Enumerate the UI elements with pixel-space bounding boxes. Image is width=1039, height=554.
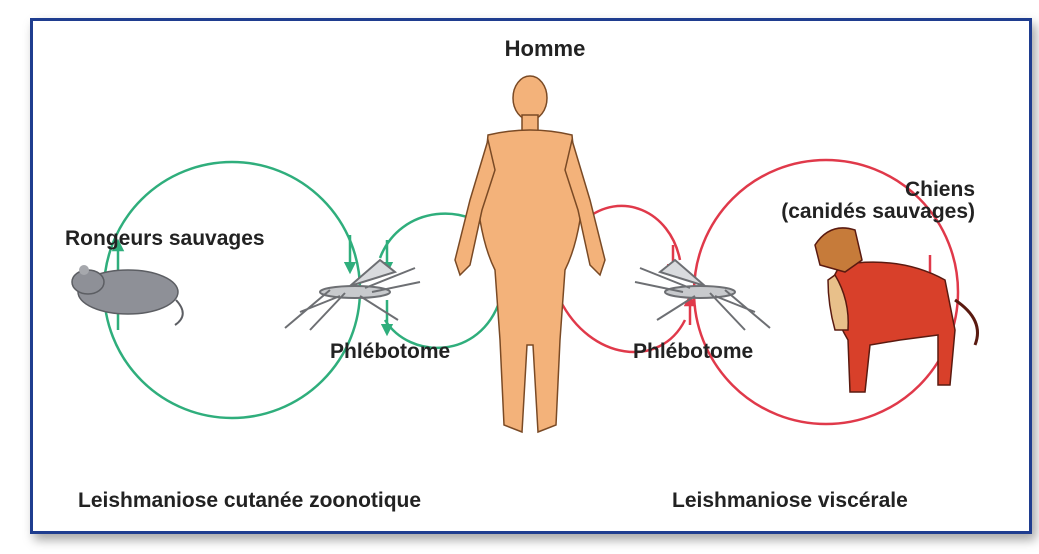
cutaneous-cycle-title: Leishmaniose cutanée zoonotique xyxy=(78,489,421,512)
sandfly-right-label: Phlébotome xyxy=(633,340,753,363)
sandfly-right-icon xyxy=(635,260,770,330)
rodent-icon xyxy=(72,265,183,325)
dogs-label-line2: (canidés sauvages) xyxy=(781,200,975,223)
human-figure xyxy=(455,76,605,432)
human-label: Homme xyxy=(505,36,586,61)
dogs-label-line1: Chiens xyxy=(905,178,975,201)
sandfly-left-icon xyxy=(285,260,420,330)
visceral-cycle-title: Leishmaniose viscérale xyxy=(672,489,908,512)
rodents-label: Rongeurs sauvages xyxy=(65,227,265,250)
sandfly-left-label: Phlébotome xyxy=(330,340,450,363)
